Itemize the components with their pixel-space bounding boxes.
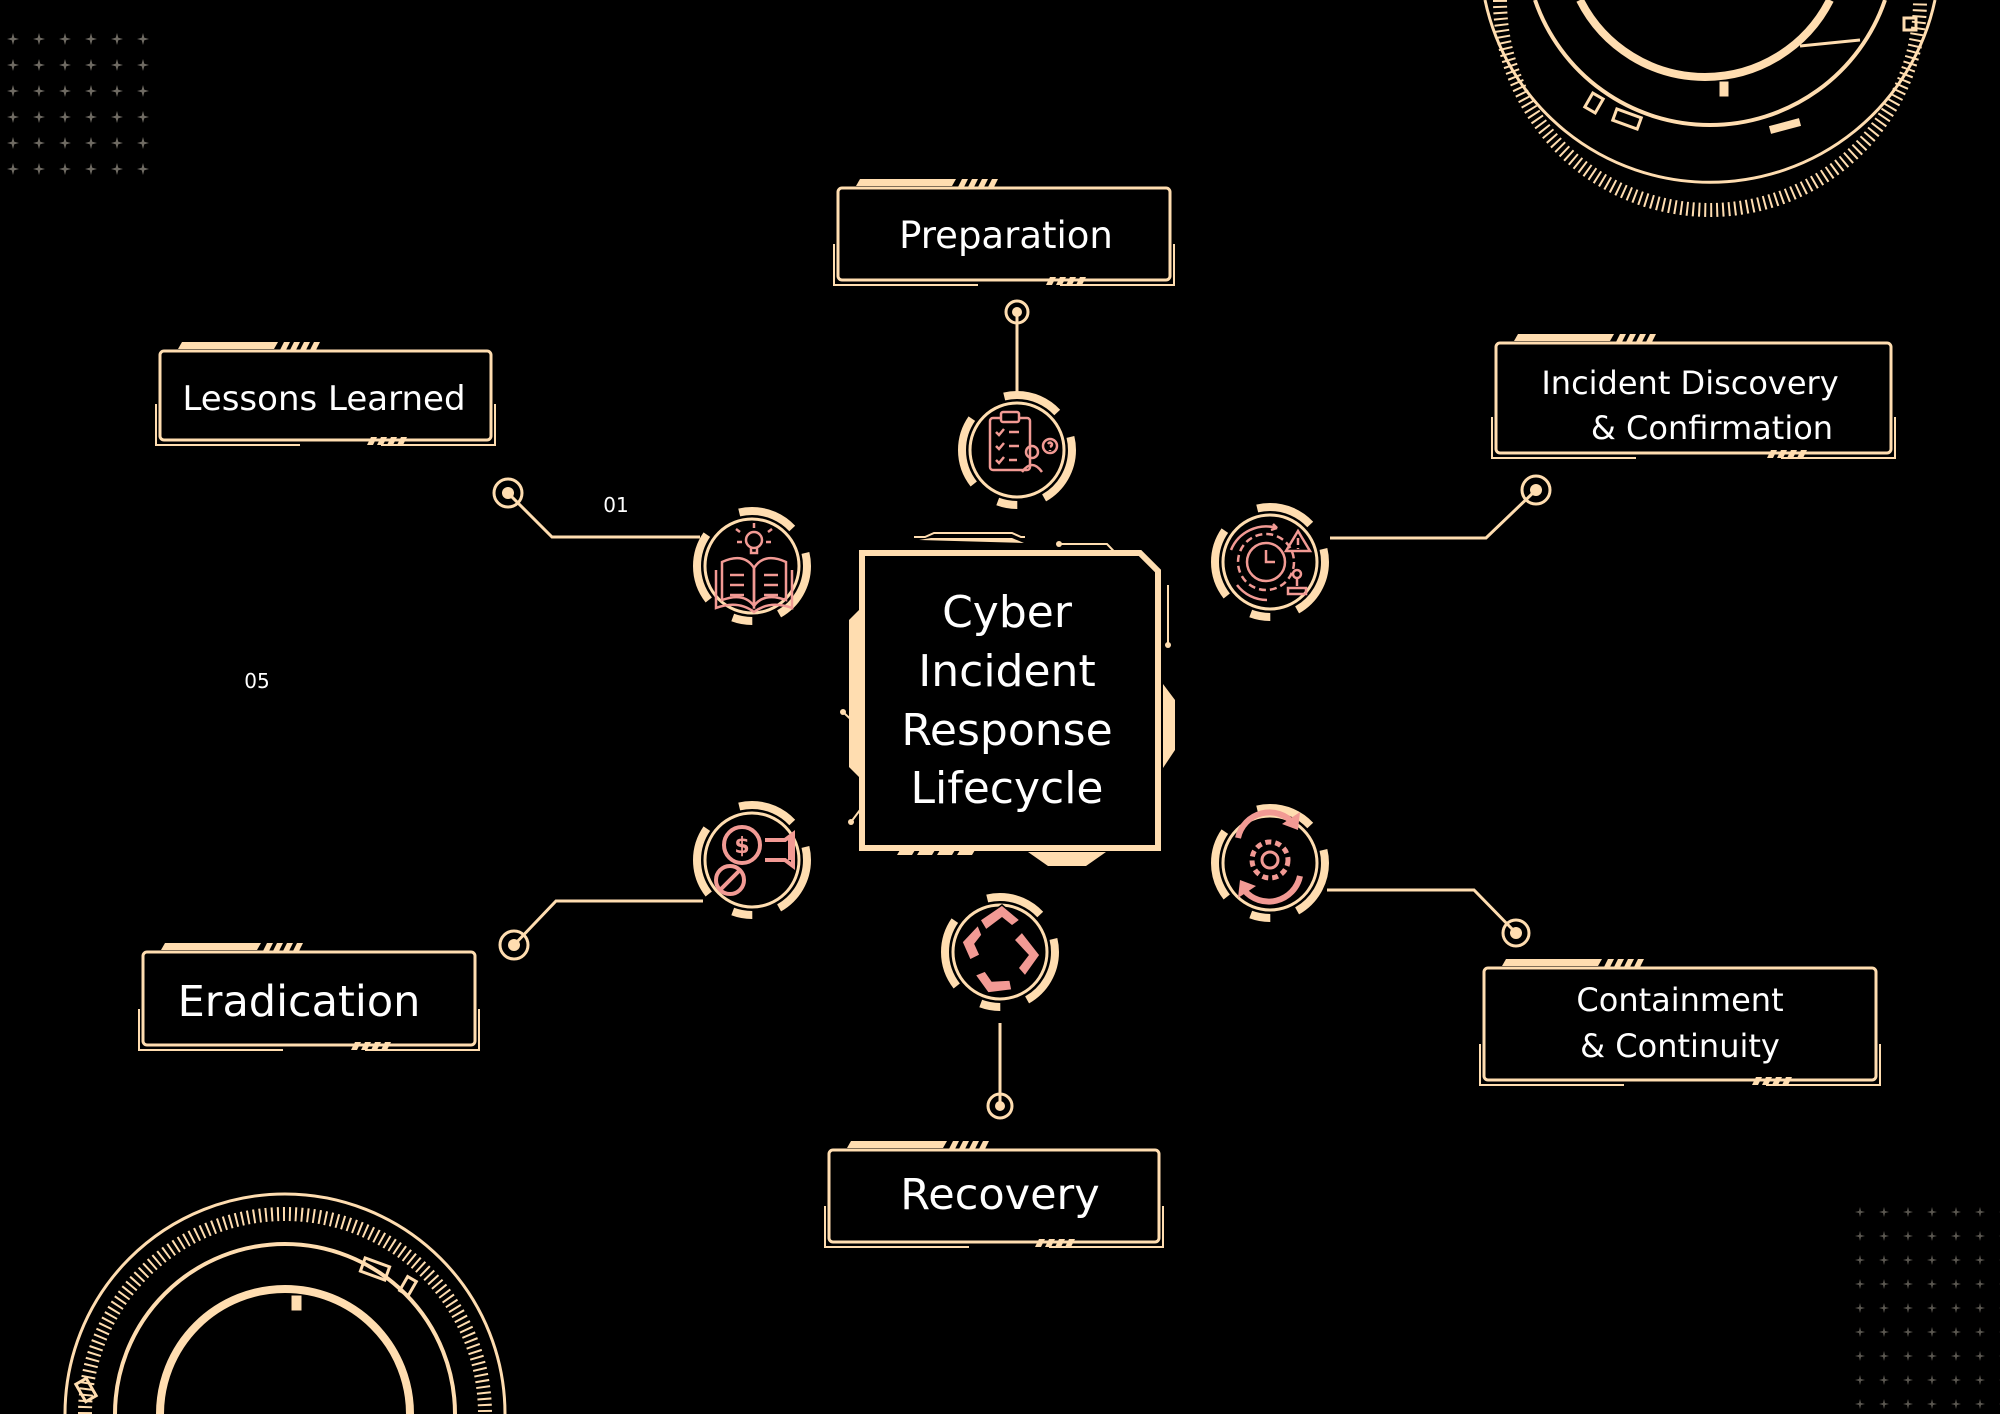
stage-label-containment-line-2: & Continuity	[1580, 1027, 1780, 1065]
stage-label-discovery-line-1: Incident Discovery	[1541, 364, 1838, 402]
gear-clock-alert-icon	[1229, 523, 1313, 602]
frame-lessons	[155, 342, 496, 446]
star-field-decoration	[0, 30, 155, 185]
stage-label-discovery-line-2: & Confirmation	[1591, 409, 1833, 447]
step-number-01: 01	[603, 493, 628, 517]
book-lightbulb-icon	[714, 523, 794, 614]
star-field-decoration	[1855, 1195, 2000, 1410]
stage-label-eradication: Eradication	[178, 977, 421, 1027]
tech-ring-decoration	[1483, 0, 1937, 217]
center-title-line-1: Cyber	[942, 587, 1073, 638]
frame-containment	[1479, 959, 1881, 1086]
gear-cycle-icon	[1235, 809, 1303, 905]
recycle-arrows-icon	[961, 904, 1041, 994]
frame-preparation	[833, 179, 1175, 286]
frame-discovery	[1491, 334, 1896, 459]
frame-eradication	[138, 943, 480, 1051]
center-title-line-2: Incident	[918, 646, 1095, 697]
center-title-line-4: Lifecycle	[910, 763, 1103, 814]
money-block-icon: $	[714, 825, 795, 896]
label-frames	[138, 179, 1896, 1248]
svg-text:$: $	[734, 834, 749, 859]
stage-label-containment-line-1: Containment	[1576, 981, 1783, 1019]
connector-dots	[492, 299, 1552, 1120]
center-block: Cyber Incident Response Lifecycle	[849, 532, 1175, 866]
step-number-05: 05	[244, 669, 269, 693]
stage-label-lessons-learned: Lessons Learned	[182, 379, 465, 419]
frame-recovery	[824, 1141, 1164, 1248]
ring-recovery	[941, 893, 1059, 1011]
tech-ring-decoration	[63, 1192, 507, 1414]
stage-label-preparation: Preparation	[899, 214, 1113, 257]
stage-label-recovery: Recovery	[900, 1170, 1099, 1220]
clipboard-checklist-icon	[988, 410, 1059, 473]
center-title-line-3: Response	[901, 705, 1112, 756]
